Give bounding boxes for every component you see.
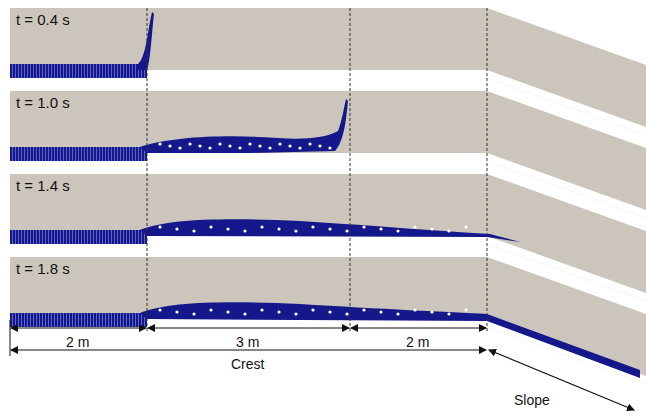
reservoir-water	[10, 147, 147, 161]
region-label: Slope	[514, 393, 550, 408]
reservoir-water	[10, 64, 147, 78]
dimension-label: 2 m	[66, 335, 89, 350]
dimension-arrow	[11, 328, 634, 410]
time-label: t = 1.8 s	[16, 261, 70, 278]
water-body	[138, 12, 154, 70]
air-bubble	[430, 310, 433, 313]
air-bubble	[168, 144, 171, 147]
dimension-label: 2 m	[406, 335, 429, 350]
air-bubble	[226, 310, 229, 313]
air-bubble	[328, 227, 331, 230]
air-bubble	[209, 225, 212, 228]
air-bubble	[379, 310, 382, 313]
reservoir-water	[10, 313, 147, 327]
air-bubble	[209, 308, 212, 311]
air-bubble	[328, 146, 331, 149]
domain-background	[10, 257, 646, 384]
time-label: t = 1.4 s	[16, 178, 70, 195]
air-bubble	[248, 142, 251, 145]
air-bubble	[188, 142, 191, 145]
air-bubble	[258, 144, 261, 147]
time-label: t = 1.0 s	[16, 95, 70, 112]
air-bubble	[192, 312, 195, 315]
time-label: t = 0.4 s	[16, 12, 70, 29]
air-bubble	[464, 225, 467, 228]
air-bubble	[277, 310, 280, 313]
air-bubble	[413, 225, 416, 228]
air-bubble	[238, 146, 241, 149]
air-bubble	[294, 229, 297, 232]
air-bubble	[260, 225, 263, 228]
air-bubble	[464, 308, 467, 311]
air-bubble	[447, 312, 450, 315]
section-line	[147, 8, 487, 332]
air-bubble	[158, 142, 161, 145]
air-bubble	[158, 225, 161, 228]
air-bubble	[268, 146, 271, 149]
air-bubble	[318, 144, 321, 147]
air-bubble	[158, 308, 161, 311]
air-bubble	[298, 146, 301, 149]
air-bubble	[192, 229, 195, 232]
air-bubble	[228, 144, 231, 147]
air-bubble	[218, 142, 221, 145]
air-bubble	[362, 308, 365, 311]
air-bubble	[175, 310, 178, 313]
air-bubble	[260, 308, 263, 311]
air-bubble	[447, 229, 450, 232]
dimension-label: 3 m	[236, 335, 259, 350]
air-bubble	[328, 310, 331, 313]
air-bubble	[345, 312, 348, 315]
air-bubble	[308, 142, 311, 145]
air-bubble	[362, 225, 365, 228]
water-body	[140, 302, 640, 378]
air-bubble	[243, 229, 246, 232]
air-bubble	[396, 312, 399, 315]
air-bubble	[208, 146, 211, 149]
water-body	[140, 219, 520, 242]
air-bubble	[311, 225, 314, 228]
water-body	[140, 99, 348, 153]
air-bubble	[226, 227, 229, 230]
air-bubble	[277, 227, 280, 230]
air-bubble	[288, 144, 291, 147]
region-label: Crest	[231, 357, 264, 372]
air-bubble	[294, 312, 297, 315]
air-bubble	[278, 142, 281, 145]
air-bubble	[430, 227, 433, 230]
dimension-tick	[10, 320, 11, 356]
air-bubble	[311, 308, 314, 311]
air-bubble	[413, 308, 416, 311]
air-bubble	[198, 144, 201, 147]
air-bubble	[175, 227, 178, 230]
reservoir-water	[10, 230, 147, 244]
air-bubble	[396, 229, 399, 232]
air-bubble	[243, 312, 246, 315]
air-bubble	[345, 229, 348, 232]
simulation-panel	[10, 257, 646, 384]
air-bubble	[379, 227, 382, 230]
air-bubble	[178, 146, 181, 149]
